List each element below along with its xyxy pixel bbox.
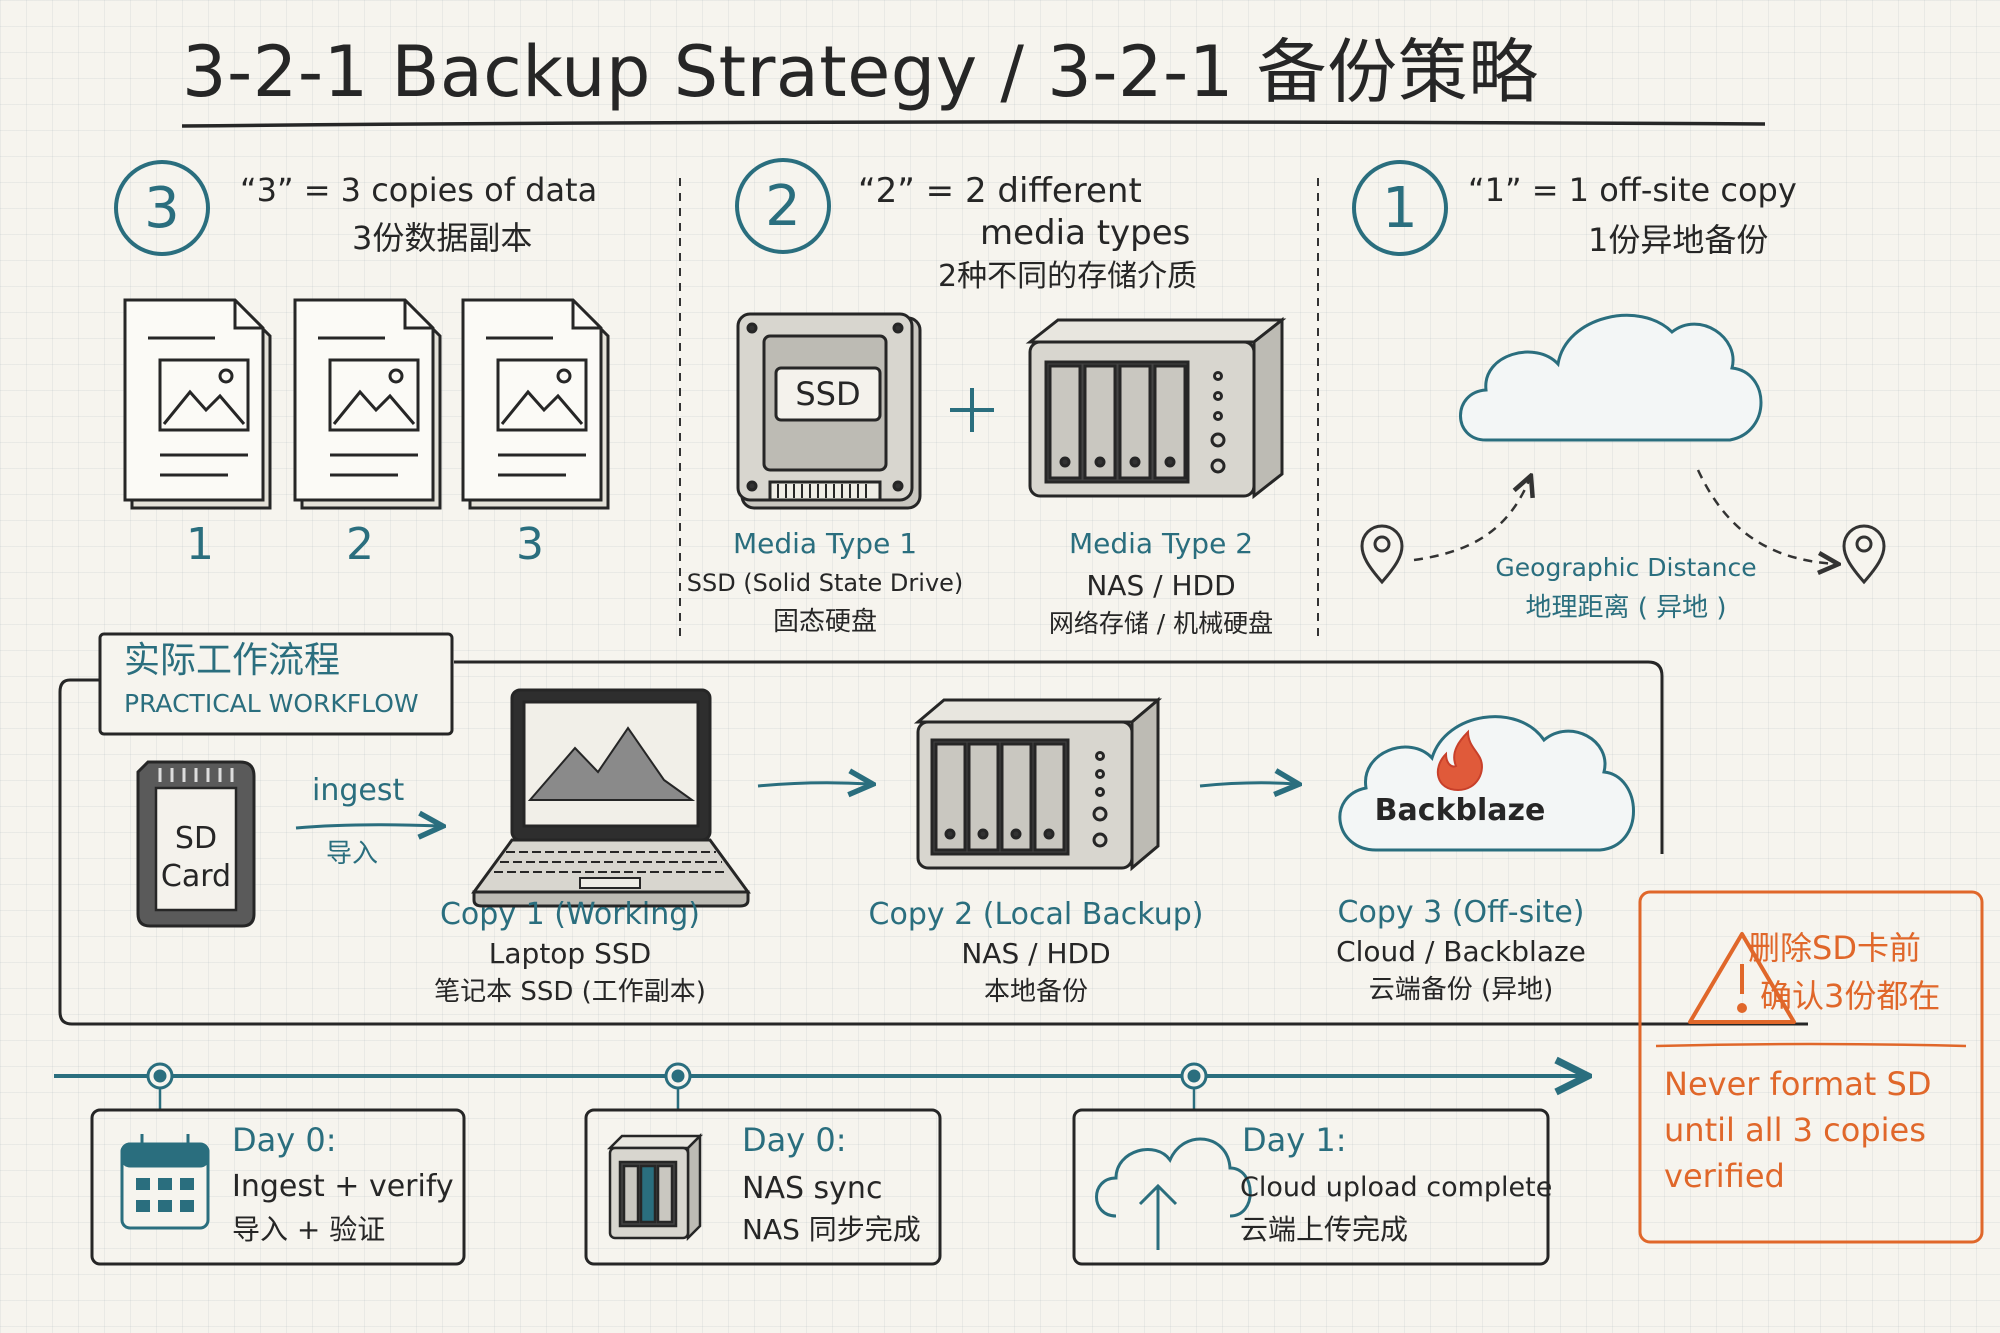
copy-1-chinese: 笔记本 SSD (工作副本) — [434, 977, 706, 1007]
timeline-1-chinese: 导入 + 验证 — [232, 1213, 386, 1246]
media-type-1-title: Media Type 1 — [732, 527, 918, 560]
timeline-2-english: NAS sync — [742, 1171, 883, 1206]
title-underline — [181, 120, 1766, 128]
timeline-box-3 — [1072, 1108, 1550, 1266]
workflow-frame — [58, 660, 1808, 1026]
copy-number-2: 2 — [346, 519, 374, 570]
rule-2-english-2: media types — [980, 213, 1191, 253]
nas-icon — [606, 1132, 704, 1242]
copy-number-1: 1 — [186, 519, 214, 570]
laptop-icon — [471, 688, 751, 908]
rule-1-english: “1” = 1 off-site copy — [1468, 171, 1797, 209]
timeline-box-1 — [90, 1108, 466, 1266]
timeline-2-day: Day 0: — [742, 1121, 847, 1159]
cloud-upload-icon — [1095, 1137, 1252, 1250]
badge-3-circle — [114, 160, 210, 256]
backblaze-brand-label: Backblaze — [1374, 793, 1546, 828]
calendar-icon — [120, 1134, 210, 1230]
rule-3-chinese: 3份数据副本 — [352, 219, 533, 257]
media-type-1-desc: SSD (Solid State Drive) — [686, 569, 964, 597]
copy-3-title: Copy 3 (Off-site) — [1337, 895, 1585, 930]
copy-3-chinese: 云端备份 (异地) — [1368, 975, 1554, 1005]
warning-divider — [1655, 1042, 1967, 1048]
rule-2-chinese: 2种不同的存储介质 — [938, 259, 1198, 294]
badge-1-number: 1 — [1382, 176, 1418, 241]
workflow-arrow-1 — [757, 783, 870, 786]
timeline-marker-2 — [664, 1062, 692, 1090]
timeline-marker-3 — [1180, 1062, 1208, 1090]
nas-workflow-icon — [913, 696, 1163, 872]
sd-card-label-2: Card — [160, 859, 232, 894]
cloud-icon — [1459, 313, 1763, 442]
distance-arrow-down — [1696, 469, 1836, 564]
timeline-box-2 — [584, 1108, 942, 1266]
backblaze-flame-icon — [1437, 729, 1483, 792]
warning-english-2: until all 3 copies — [1664, 1111, 1926, 1149]
ingest-label-english: ingest — [312, 773, 405, 808]
warning-icon — [1688, 932, 1796, 1024]
timeline-3-chinese: 云端上传完成 — [1240, 1213, 1409, 1246]
sd-card-label-1: SD — [174, 821, 218, 856]
badge-1-circle — [1352, 160, 1448, 256]
badge-2-number: 2 — [765, 174, 801, 239]
timeline-2-chinese: NAS 同步完成 — [742, 1213, 921, 1246]
ingest-arrow — [295, 825, 440, 828]
document-icon-3 — [461, 298, 610, 510]
workflow-label-english: PRACTICAL WORKFLOW — [124, 689, 419, 718]
warning-chinese-1: 删除SD卡前 — [1748, 929, 1921, 967]
media-type-1-chinese: 固态硬盘 — [772, 607, 877, 637]
timeline-1-day: Day 0: — [232, 1121, 337, 1159]
timeline-3-day: Day 1: — [1242, 1121, 1347, 1159]
backblaze-cloud-icon — [1338, 715, 1635, 852]
document-icon-2 — [293, 298, 442, 510]
workflow-arrow-2 — [1199, 783, 1296, 786]
warning-box — [1638, 890, 1984, 1244]
copy-2-desc: NAS / HDD — [961, 937, 1111, 970]
copy-1-title: Copy 1 (Working) — [439, 897, 701, 932]
media-type-2-chinese: 网络存储 / 机械硬盘 — [1048, 609, 1274, 638]
copy-1-desc: Laptop SSD — [488, 937, 652, 970]
workflow-label-box — [98, 632, 454, 736]
warning-english-1: Never format SD — [1664, 1065, 1932, 1103]
ssd-label: SSD — [795, 375, 861, 413]
media-type-2-title: Media Type 2 — [1068, 527, 1254, 560]
rule-1-chinese: 1份异地备份 — [1588, 221, 1769, 259]
badge-2-circle — [735, 158, 831, 254]
workflow-label-chinese: 实际工作流程 — [124, 640, 341, 681]
warning-english-3: verified — [1664, 1157, 1785, 1195]
media-type-2-desc: NAS / HDD — [1086, 569, 1236, 602]
nas-drive-icon — [1025, 316, 1287, 500]
geographic-distance-english: Geographic Distance — [1495, 553, 1757, 582]
copy-2-chinese: 本地备份 — [983, 977, 1088, 1007]
ssd-drive-icon — [736, 312, 922, 510]
timeline-3-english: Cloud upload complete — [1240, 1172, 1553, 1203]
page-title: 3-2-1 Backup Strategy / 3-2-1 备份策略 — [182, 31, 1539, 113]
timeline-marker-1 — [146, 1062, 174, 1090]
copy-number-3: 3 — [516, 519, 544, 570]
geographic-distance-chinese: 地理距离 ( 异地 ) — [1525, 593, 1727, 623]
distance-arrow-up — [1413, 478, 1530, 562]
document-icon-1 — [123, 298, 272, 510]
timeline-1-english: Ingest + verify — [232, 1169, 454, 1204]
sd-card-icon — [136, 760, 256, 928]
rule-3-english: “3” = 3 copies of data — [240, 171, 598, 209]
warning-chinese-2: 确认3份都在 — [1760, 977, 1941, 1015]
location-pin-right — [1842, 524, 1886, 585]
badge-3-number: 3 — [144, 176, 180, 241]
copy-3-desc: Cloud / Backblaze — [1336, 935, 1586, 968]
ingest-label-chinese: 导入 — [326, 839, 379, 869]
plus-sign — [950, 388, 994, 432]
location-pin-left — [1360, 524, 1404, 585]
copy-2-title: Copy 2 (Local Backup) — [868, 897, 1204, 932]
rule-2-english-1: “2” = 2 different — [858, 171, 1142, 211]
